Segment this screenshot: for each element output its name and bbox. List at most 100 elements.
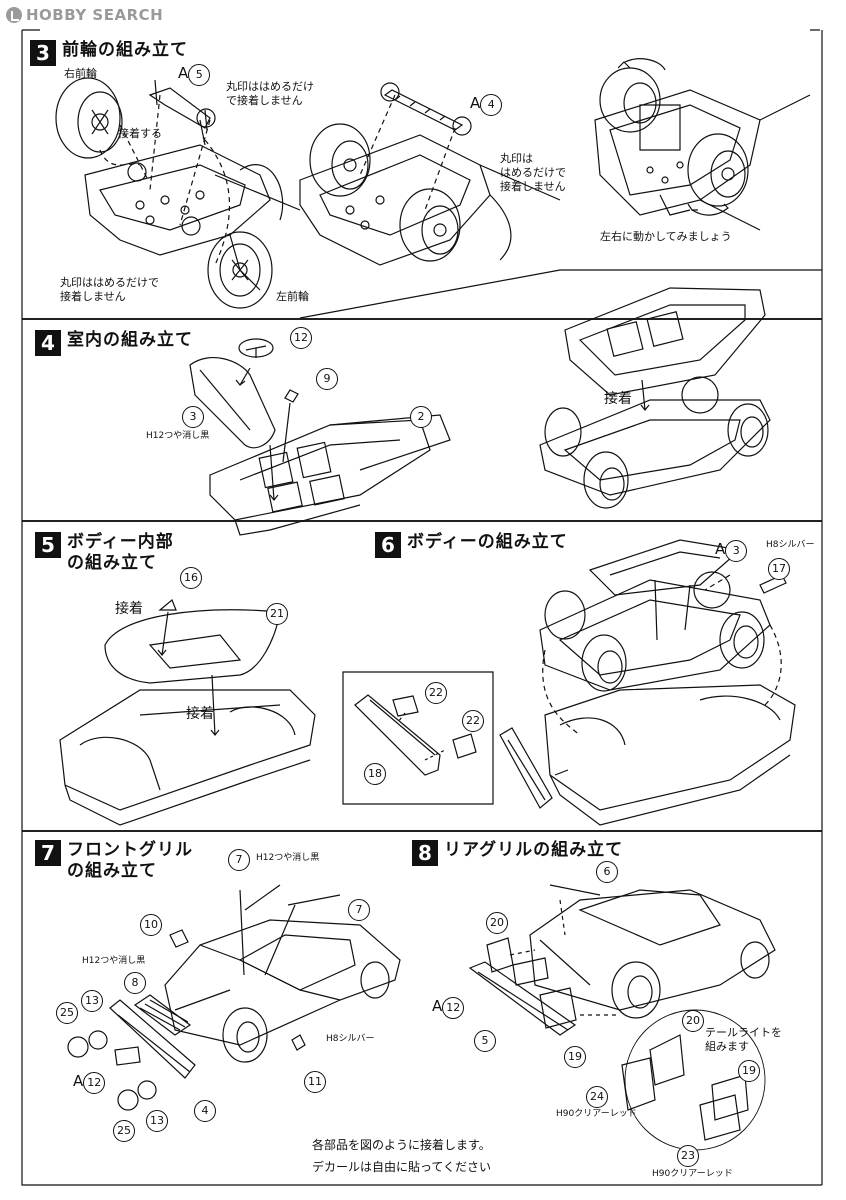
paint-code: H90	[556, 1109, 575, 1119]
step3-wheel-mid-right	[400, 189, 460, 261]
step5-body	[60, 690, 315, 825]
part-number-circle: 3	[725, 540, 748, 562]
step4-dashboard	[190, 358, 275, 448]
part-number-circle: 12	[83, 1072, 106, 1094]
step-number: 7	[35, 840, 61, 866]
paint-code: H8	[766, 540, 779, 550]
step4-interior-tub	[210, 415, 450, 535]
step6-chassis	[540, 572, 770, 691]
part-number-circle: 24	[586, 1086, 608, 1108]
glue-note: 接着する	[118, 127, 162, 140]
part-17-callout: 17	[768, 558, 790, 580]
diagonal-divider	[300, 270, 822, 318]
step4-arrows	[236, 368, 290, 500]
divider-step6-7	[22, 830, 822, 832]
divider-step3-4	[22, 318, 822, 320]
paint-code: H12	[146, 431, 165, 441]
part-13-callout-a: 13	[81, 990, 103, 1012]
paint-silver-step7: H8シルバー	[326, 1032, 375, 1046]
part-10-callout: 10	[140, 914, 162, 936]
part-12-callout: 12	[290, 327, 312, 349]
part-22-callout-b: 22	[462, 710, 484, 732]
part-2-callout: 2	[410, 406, 432, 428]
paint-name: シルバー	[338, 1034, 375, 1044]
pin-note-c: 丸印は はめるだけで 接着しません	[500, 152, 566, 193]
step-title: 室内の組み立て	[67, 330, 193, 350]
frame-left-step3	[22, 30, 40, 318]
step3-mid-dash	[360, 95, 455, 210]
glue-label-step4: 接着	[604, 391, 632, 407]
step4-steering-wheel	[239, 339, 273, 358]
step4-body-shell	[565, 288, 765, 410]
part-23-callout: 23	[677, 1145, 699, 1167]
step-title: ボディーの組み立て	[407, 532, 568, 552]
part-number-circle: 23	[677, 1145, 699, 1167]
step3-wheel-right-front	[56, 78, 122, 158]
step4-chassis	[540, 377, 770, 508]
step7-grille	[135, 995, 190, 1035]
paint-name: つや消し黒	[100, 956, 146, 966]
step-title: 前輪の組み立て	[62, 40, 188, 60]
part-group: A	[470, 94, 481, 112]
step-number: 5	[35, 532, 61, 558]
part-7-callout-a: 7	[228, 849, 250, 871]
paint-name: クリアーレッド	[670, 1169, 733, 1179]
part-3-callout: 3	[182, 406, 204, 428]
part-group: A	[73, 1072, 84, 1090]
part-25-callout-a: 25	[56, 1002, 78, 1024]
pin-circle-icon	[182, 217, 200, 235]
part-8-callout: 8	[124, 972, 146, 994]
part-group: A	[178, 64, 189, 82]
part-number-circle: 22	[425, 682, 447, 704]
paint-flat-black-step4: H12つや消し黒	[146, 429, 209, 443]
left-front-wheel-label: 左前輪	[276, 290, 309, 303]
part-number-circle: 2	[410, 406, 432, 428]
part-number-circle: 25	[56, 1002, 78, 1024]
part-9-callout: 9	[316, 368, 338, 390]
step8-lenses	[487, 938, 576, 1028]
paint-code: H12	[256, 853, 275, 863]
step8-bumper	[470, 962, 575, 1035]
part-number-circle: 16	[180, 567, 202, 589]
part-number-circle: 7	[348, 899, 370, 921]
assembly-notes: 各部品を図のように接着します。 デカールは自由に貼ってください	[312, 1134, 491, 1178]
part-16-callout: 16	[180, 567, 202, 589]
swing-arrow-top-icon	[618, 59, 665, 70]
part-7-callout-b: 7	[348, 899, 370, 921]
step-number: 4	[35, 330, 61, 356]
step3-wheel-left-front	[208, 232, 272, 308]
part-number-circle: 20	[486, 912, 508, 934]
hobbysearch-logo-icon	[6, 7, 22, 23]
paint-name: クリアーレッド	[574, 1109, 637, 1119]
note-glue: 各部品を図のように接着します。	[312, 1138, 491, 1152]
part-number-circle: 5	[188, 64, 211, 86]
part-number-circle: 13	[146, 1110, 168, 1132]
move-side-note: 左右に動かしてみましょう	[600, 230, 732, 243]
part-number-circle: 13	[81, 990, 103, 1012]
part-24-callout: 24	[586, 1086, 608, 1108]
part-number-circle: 20	[682, 1010, 704, 1032]
part-number-circle: 18	[364, 763, 386, 785]
paint-code: H12	[82, 956, 101, 966]
part-number-circle: 19	[564, 1046, 586, 1068]
note-decal: デカールは自由に貼ってください	[312, 1160, 492, 1174]
part-21-callout: 21	[266, 603, 288, 625]
part-number-circle: 11	[304, 1071, 326, 1093]
part-20-callout-a: 20	[486, 912, 508, 934]
part-number-circle: 10	[140, 914, 162, 936]
step-3-header: 3 前輪の組み立て	[30, 40, 188, 66]
part-25-callout-b: 25	[113, 1120, 135, 1142]
step8-dash-guides	[510, 900, 620, 1015]
paint-flat-black-wiper: H12つや消し黒	[256, 851, 319, 865]
step3-chassis-right	[595, 90, 810, 230]
watermark: HOBBY SEARCH	[6, 5, 163, 25]
paint-clear-red-a: H90クリアーレッド	[556, 1107, 637, 1121]
paint-flat-black-step7: H12つや消し黒	[82, 954, 145, 968]
part-11-callout: 11	[304, 1071, 326, 1093]
step6-bumper-box	[343, 672, 493, 804]
part-number-circle: 6	[596, 861, 618, 883]
